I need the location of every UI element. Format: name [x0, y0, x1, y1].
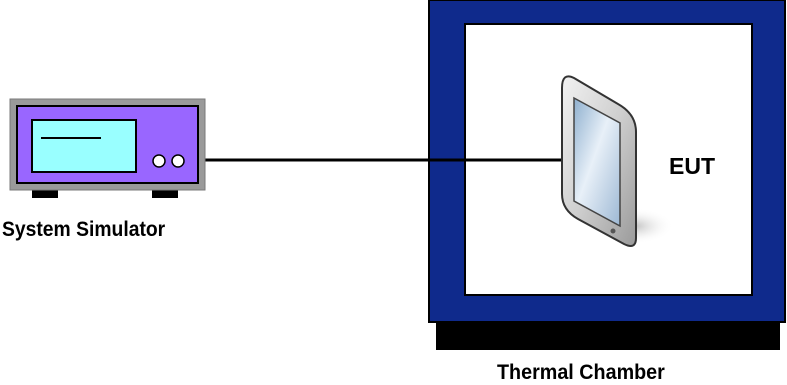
tablet-home-button: [610, 228, 616, 234]
simulator-foot-right: [152, 188, 178, 198]
tablet-screen: [573, 96, 621, 228]
simulator-port-right: [171, 154, 185, 168]
simulator-screen: [31, 119, 137, 173]
eut-label: EUT: [669, 153, 715, 179]
system-simulator-icon: [9, 98, 206, 198]
tablet-device-icon: [561, 75, 674, 247]
system-simulator-label: System Simulator: [2, 218, 166, 241]
simulator-port-left: [152, 154, 166, 168]
thermal-chamber-label: Thermal Chamber: [497, 361, 665, 384]
simulator-foot-left: [32, 188, 58, 198]
